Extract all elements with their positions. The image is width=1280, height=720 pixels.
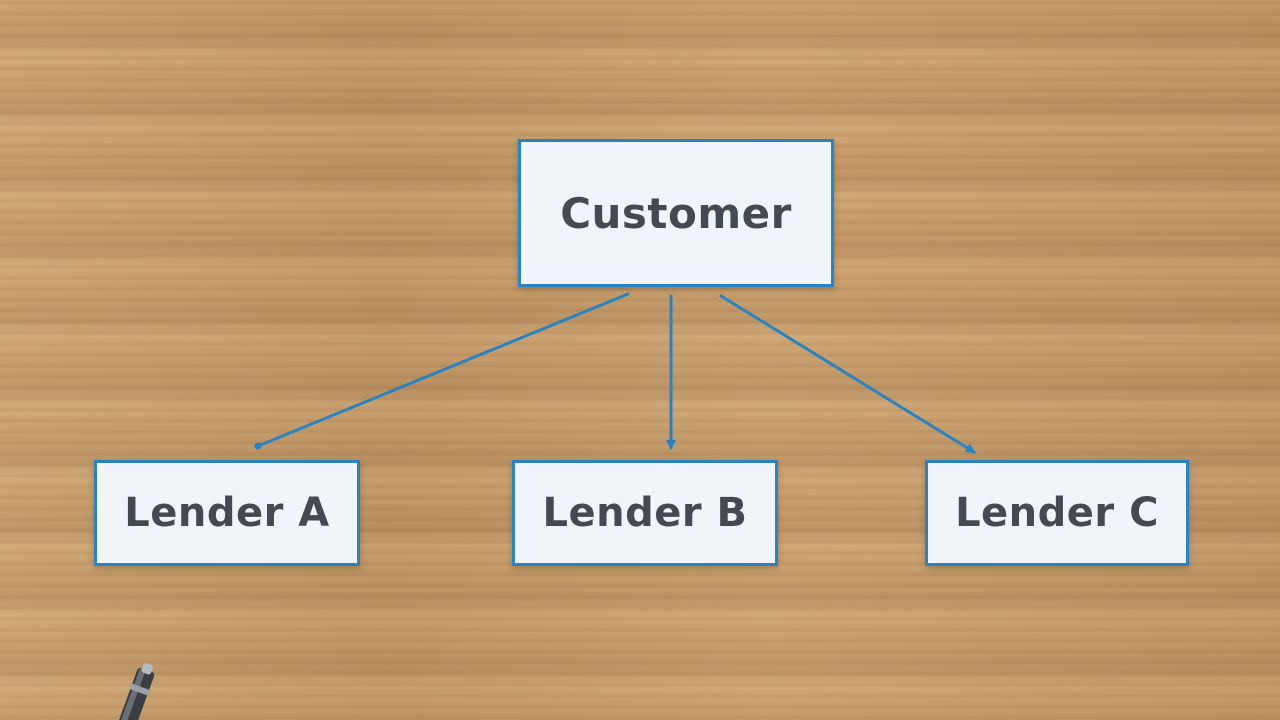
edge-end-dot-lender-a [254, 442, 262, 450]
node-lender-c: Lender C [925, 460, 1189, 566]
node-lender-b: Lender B [512, 460, 778, 566]
node-customer-label: Customer [560, 188, 792, 238]
edge-customer-to-lender-c [719, 294, 976, 454]
pen-icon [115, 663, 155, 720]
node-lender-b-label: Lender B [542, 490, 748, 536]
node-lender-a-label: Lender A [124, 490, 330, 536]
edge-customer-to-lender-a [256, 292, 630, 448]
node-lender-a: Lender A [94, 460, 360, 566]
node-customer: Customer [518, 139, 834, 287]
node-lender-c-label: Lender C [955, 490, 1159, 536]
